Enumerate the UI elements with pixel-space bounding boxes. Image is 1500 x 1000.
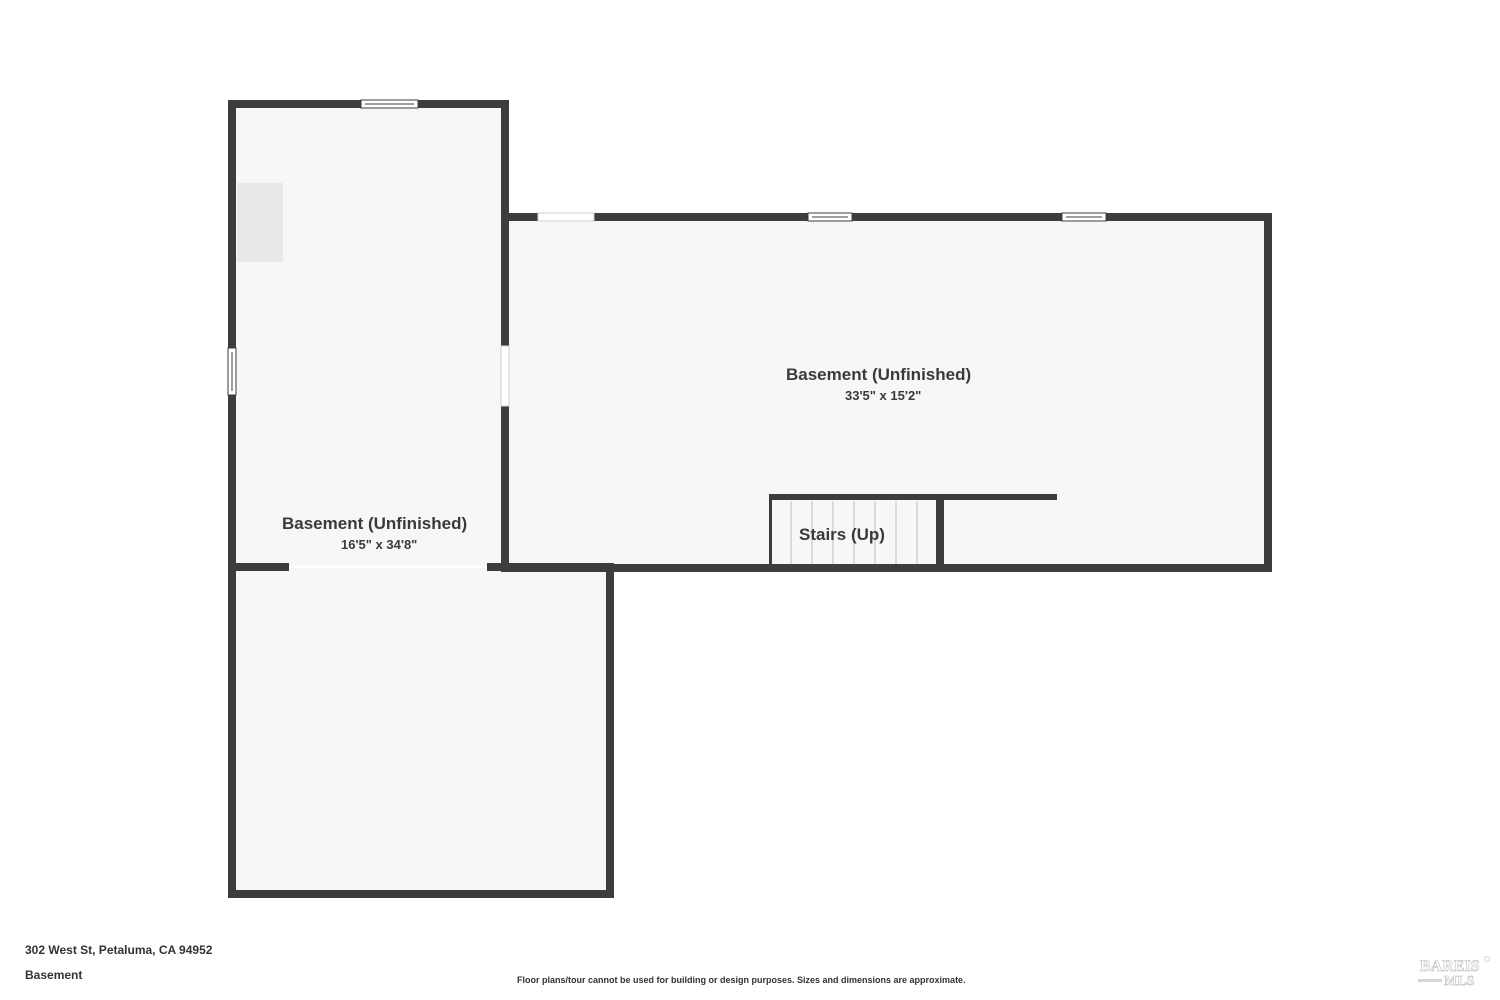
opening-center-wall — [500, 345, 510, 407]
bareis-mls-logo: BAREIS MLS — [1418, 956, 1490, 987]
room-dimensions-right: 33'5" x 15'2" — [845, 388, 922, 403]
window-right-top-1 — [807, 212, 853, 222]
right-room-floor — [506, 217, 1268, 568]
window-left-wall — [227, 347, 237, 396]
room-name-left: Basement (Unfinished) — [282, 514, 468, 533]
stair-treads — [790, 501, 918, 564]
walls — [228, 100, 1272, 898]
stairs-walls — [769, 494, 1057, 566]
lower-room-floor — [232, 568, 610, 896]
room-dimensions-left: 16'5" x 34'8" — [341, 537, 418, 552]
utility-fixture — [237, 183, 283, 262]
disclaimer-text: Floor plans/tour cannot be used for buil… — [517, 975, 966, 985]
window-top-left — [360, 99, 419, 109]
floor-label: Basement — [25, 968, 83, 982]
window-right-top-2 — [1061, 212, 1107, 222]
svg-text:BAREIS: BAREIS — [1420, 958, 1480, 975]
room-name-right: Basement (Unfinished) — [786, 365, 972, 384]
property-address: 302 West St, Petaluma, CA 94952 — [25, 943, 213, 957]
svg-text:MLS: MLS — [1444, 974, 1475, 987]
left-room-floor — [232, 104, 506, 566]
room-name-stairs: Stairs (Up) — [799, 525, 885, 544]
opening-right-top — [537, 212, 595, 222]
